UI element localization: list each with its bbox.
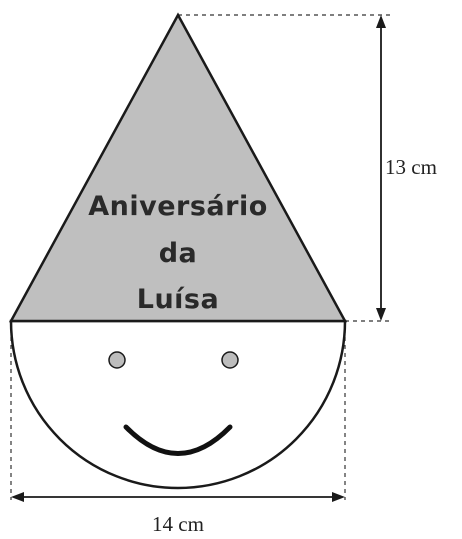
hat-text-line-2: da <box>159 238 198 269</box>
right-eye <box>221 351 239 369</box>
height-label: 13 cm <box>385 155 437 179</box>
height-arrowhead-bottom <box>376 308 386 321</box>
width-arrowhead-right <box>332 492 345 502</box>
height-dimension-arrow <box>376 15 386 321</box>
width-label: 14 cm <box>152 512 204 536</box>
face-semicircle <box>9 319 347 490</box>
smile-mouth <box>123 424 233 456</box>
party-hat-triangle <box>8 12 348 323</box>
hat-text-line-1: Aniversário <box>88 191 268 222</box>
left-eye <box>108 351 126 369</box>
width-arrowhead-left <box>11 492 24 502</box>
width-dimension-arrow <box>11 492 345 502</box>
dashed-guides <box>10 14 393 500</box>
height-arrowhead-top <box>376 15 386 28</box>
hat-text-line-3: Luísa <box>137 284 219 315</box>
